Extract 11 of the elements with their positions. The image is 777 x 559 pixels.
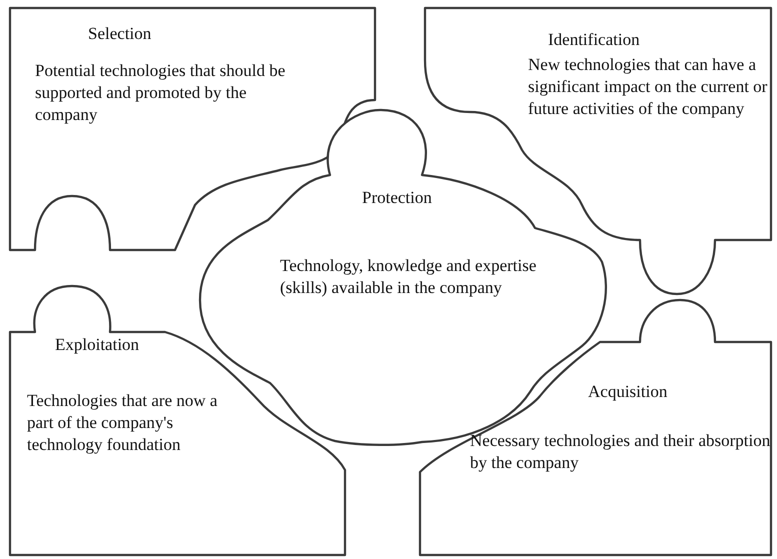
puzzle-piece — [418, 298, 773, 557]
piece-title: Exploitation — [55, 335, 140, 355]
piece-description: Potential technologies that should be supported and promoted by the company — [35, 60, 286, 126]
piece-description: New technologies that can have a significant impact on the current or future activities of the company — [528, 54, 768, 120]
piece-title: Selection — [88, 24, 152, 44]
piece-title: Acquisition — [588, 382, 668, 402]
piece-description: Technologies that are now a part of the company's technology foundation — [27, 390, 218, 456]
piece-description: Necessary technologies and their absorption by the company — [470, 430, 772, 474]
piece-title: Identification — [548, 30, 640, 50]
piece-title: Protection — [362, 188, 432, 208]
piece-description: Technology, knowledge and expertise (skills) available in the company — [280, 255, 538, 299]
